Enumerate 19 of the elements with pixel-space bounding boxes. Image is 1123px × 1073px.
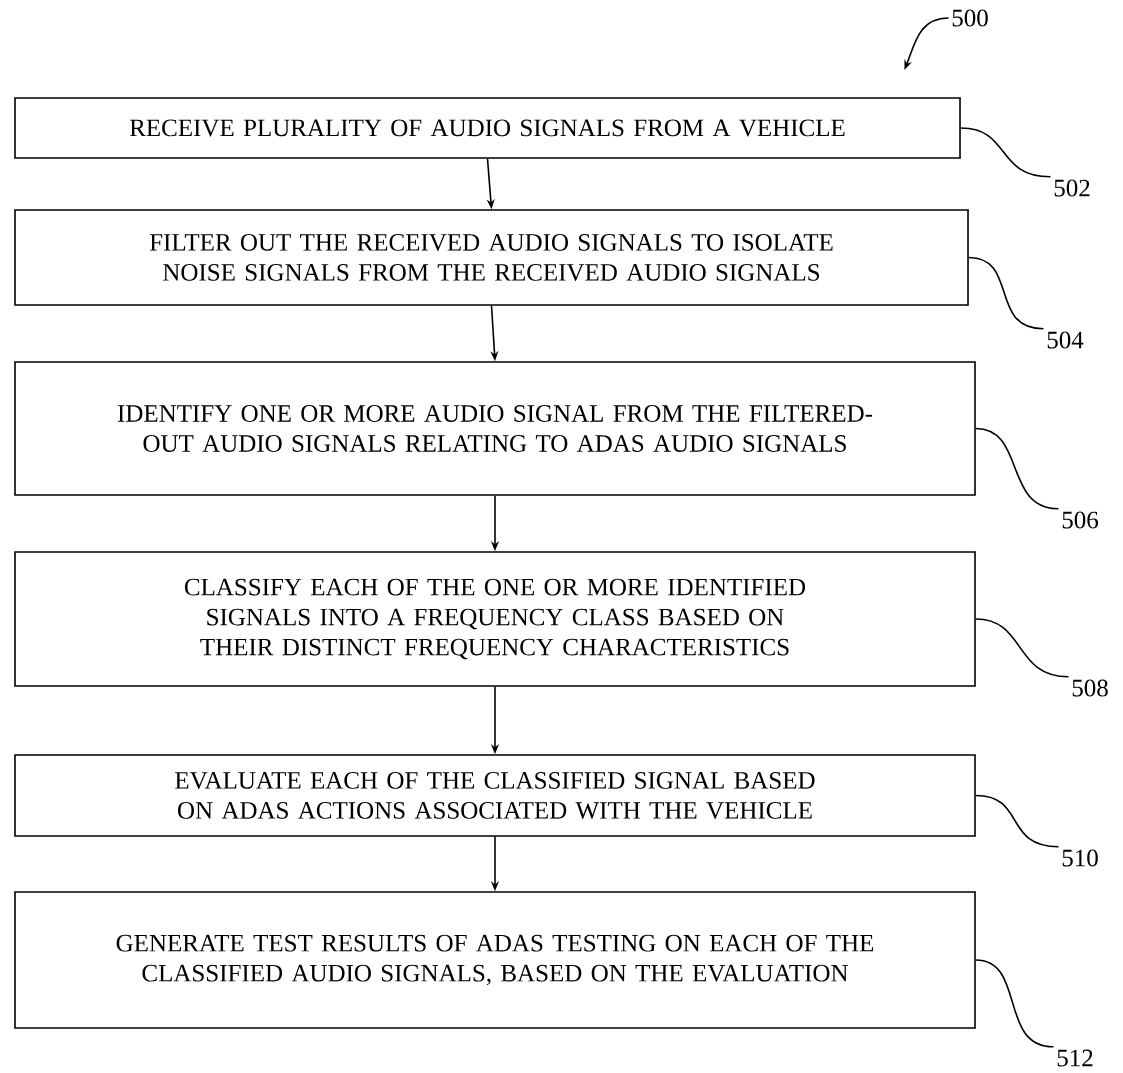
process-box: GENERATE TEST RESULTS OF ADAS TESTING ON EACH OF THE CLASSIFIED AUDIO SIGNALS, BASED ON THE EVALUATION xyxy=(14,891,976,1029)
leader-line xyxy=(975,794,1060,848)
leader-line xyxy=(968,256,1045,330)
reference-number: 510 xyxy=(1062,849,1098,867)
leader-line xyxy=(960,127,1052,178)
process-box: FILTER OUT THE RECEIVED AUDIO SIGNALS TO ISOLATE NOISE SIGNALS FROM THE RECEIVED AUDIO SIGNALS xyxy=(14,209,969,306)
reference-number: 500 xyxy=(952,9,988,27)
process-box: CLASSIFY EACH OF THE ONE OR MORE IDENTIFIED SIGNALS INTO A FREQUENCY CLASS BASED ON THEIR DISTINCT FREQUENCY CHARACTERISTICS xyxy=(14,551,976,687)
process-box: IDENTIFY ONE OR MORE AUDIO SIGNAL FROM THE FILTERED-OUT AUDIO SIGNALS RELATING TO ADAS AUDIO SIGNALS xyxy=(14,361,976,496)
process-box: RECEIVE PLURALITY OF AUDIO SIGNALS FROM A VEHICLE xyxy=(14,97,961,159)
reference-number: 506 xyxy=(1062,511,1099,529)
leader-line xyxy=(975,427,1060,510)
reference-number: 512 xyxy=(1057,1049,1093,1067)
process-box: EVALUATE EACH OF THE CLASSIFIED SIGNAL BASED ON ADAS ACTIONS ASSOCIATED WITH THE VEHICLE xyxy=(14,754,976,837)
leader-line xyxy=(975,959,1055,1048)
reference-number: 508 xyxy=(1072,679,1108,697)
reference-number: 502 xyxy=(1054,179,1090,197)
leader-line xyxy=(975,618,1070,678)
reference-number: 504 xyxy=(1047,331,1084,349)
